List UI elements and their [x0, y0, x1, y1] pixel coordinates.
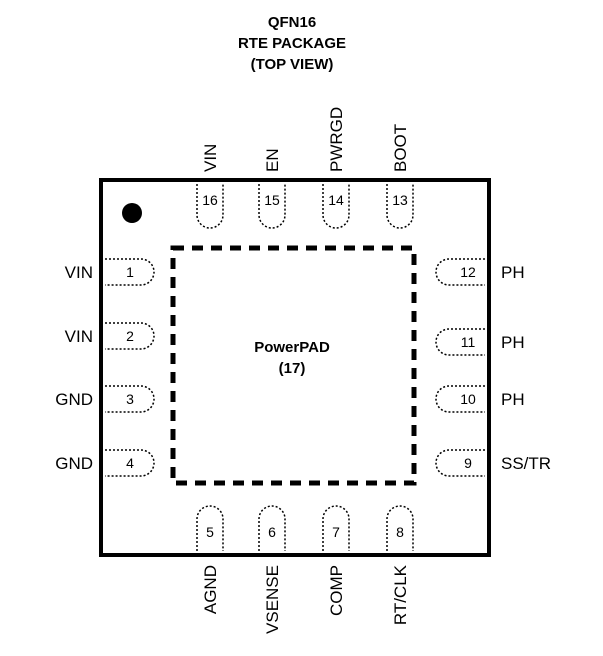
pin-number-3: 3: [126, 391, 134, 407]
pin-number-9: 9: [464, 455, 472, 471]
pin-name-9: SS/TR: [501, 454, 551, 473]
pin-pad-left-4: [105, 449, 155, 477]
pin-pad-top-14: [322, 184, 350, 229]
pin-number-4: 4: [126, 455, 134, 471]
pin-pad-top-15: [258, 184, 286, 229]
pin-pad-left-1: [105, 258, 155, 286]
pin-name-11: PH: [501, 333, 525, 352]
pin-pad-top-16: [196, 184, 224, 229]
powerpad-number: (17): [279, 360, 306, 377]
pin-number-15: 15: [264, 192, 280, 208]
pin-number-7: 7: [332, 524, 340, 540]
pin-name-8: RT/CLK: [391, 564, 410, 625]
pin-name-2: VIN: [65, 327, 93, 346]
pin-name-12: PH: [501, 263, 525, 282]
pin-name-16: VIN: [201, 144, 220, 172]
pin-name-5: AGND: [201, 565, 220, 614]
pin-name-4: GND: [55, 454, 93, 473]
pin-number-6: 6: [268, 524, 276, 540]
pin-number-13: 13: [392, 192, 408, 208]
pin-number-12: 12: [460, 264, 476, 280]
pin-number-11: 11: [461, 334, 476, 350]
pin-pad-right-9: [435, 449, 485, 477]
pin-name-1: VIN: [65, 263, 93, 282]
powerpad-outline: [170, 245, 417, 486]
pin-number-5: 5: [206, 524, 214, 540]
pin1-marker-dot: [122, 203, 142, 223]
powerpad-label: PowerPAD: [254, 339, 330, 356]
package-body: [99, 178, 491, 557]
pin-pad-bottom-7: [322, 505, 350, 551]
pin-name-7: COMP: [327, 565, 346, 616]
pin-number-10: 10: [460, 391, 476, 407]
pin-name-13: BOOT: [391, 124, 410, 172]
pin-number-14: 14: [328, 192, 344, 208]
pin-pad-right-12: [435, 258, 485, 286]
title-line-3: (TOP VIEW): [251, 56, 334, 73]
pin-pad-left-3: [105, 385, 155, 413]
pin-number-2: 2: [126, 328, 134, 344]
title-line-2: RTE PACKAGE: [238, 35, 346, 52]
pin-pad-left-2: [105, 322, 155, 350]
pin-pad-bottom-5: [196, 505, 224, 551]
pin-pad-top-13: [386, 184, 414, 229]
pin-name-6: VSENSE: [263, 565, 282, 634]
title-line-1: QFN16: [268, 14, 316, 31]
pin-number-8: 8: [396, 524, 404, 540]
pin-pad-bottom-8: [386, 505, 414, 551]
pin-name-15: EN: [263, 148, 282, 172]
pin-pad-right-11: [435, 328, 485, 356]
pin-name-14: PWRGD: [327, 107, 346, 172]
pin-pad-right-10: [435, 385, 485, 413]
pin-number-1: 1: [126, 264, 134, 280]
pin-pad-bottom-6: [258, 505, 286, 551]
pin-name-3: GND: [55, 390, 93, 409]
pin-name-10: PH: [501, 390, 525, 409]
pin-number-16: 16: [202, 192, 218, 208]
